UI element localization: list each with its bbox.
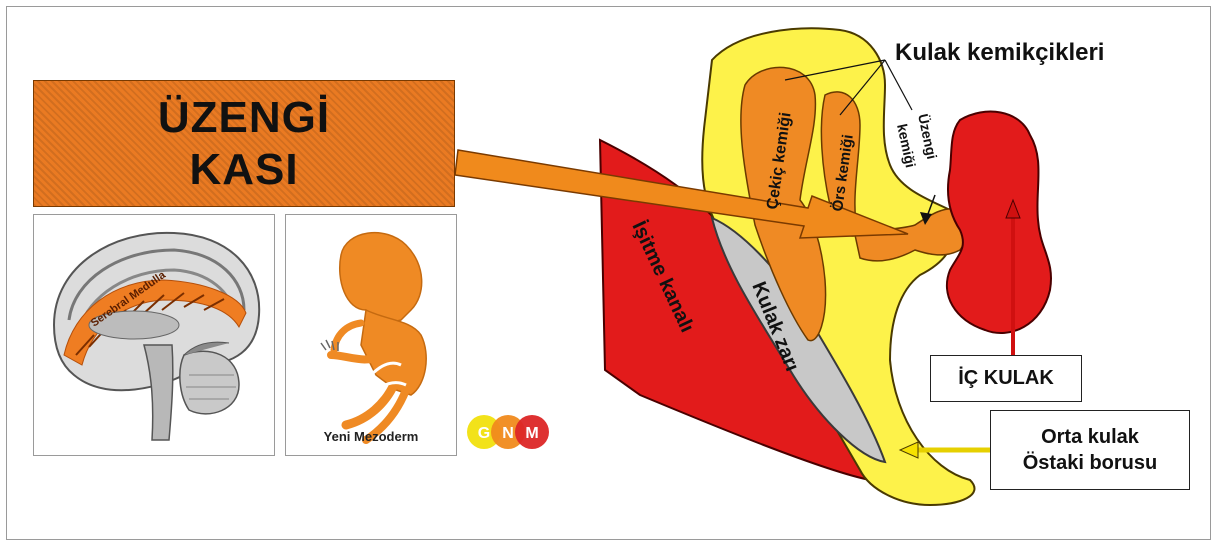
stirrup-label-1: Üzengi bbox=[915, 112, 940, 160]
middle-ear-label-box: Orta kulak Östaki borusu bbox=[990, 410, 1190, 490]
stirrup-label-2: kemiği bbox=[894, 122, 919, 169]
inner-ear-shape bbox=[947, 112, 1051, 333]
ossicles-heading: Kulak kemikçikleri bbox=[895, 39, 1104, 66]
inner-ear-label: İÇ KULAK bbox=[958, 367, 1054, 390]
middle-ear-label-2: Östaki borusu bbox=[1023, 450, 1157, 476]
inner-ear-label-box: İÇ KULAK bbox=[930, 355, 1082, 402]
middle-ear-label-1: Orta kulak bbox=[1041, 424, 1139, 450]
